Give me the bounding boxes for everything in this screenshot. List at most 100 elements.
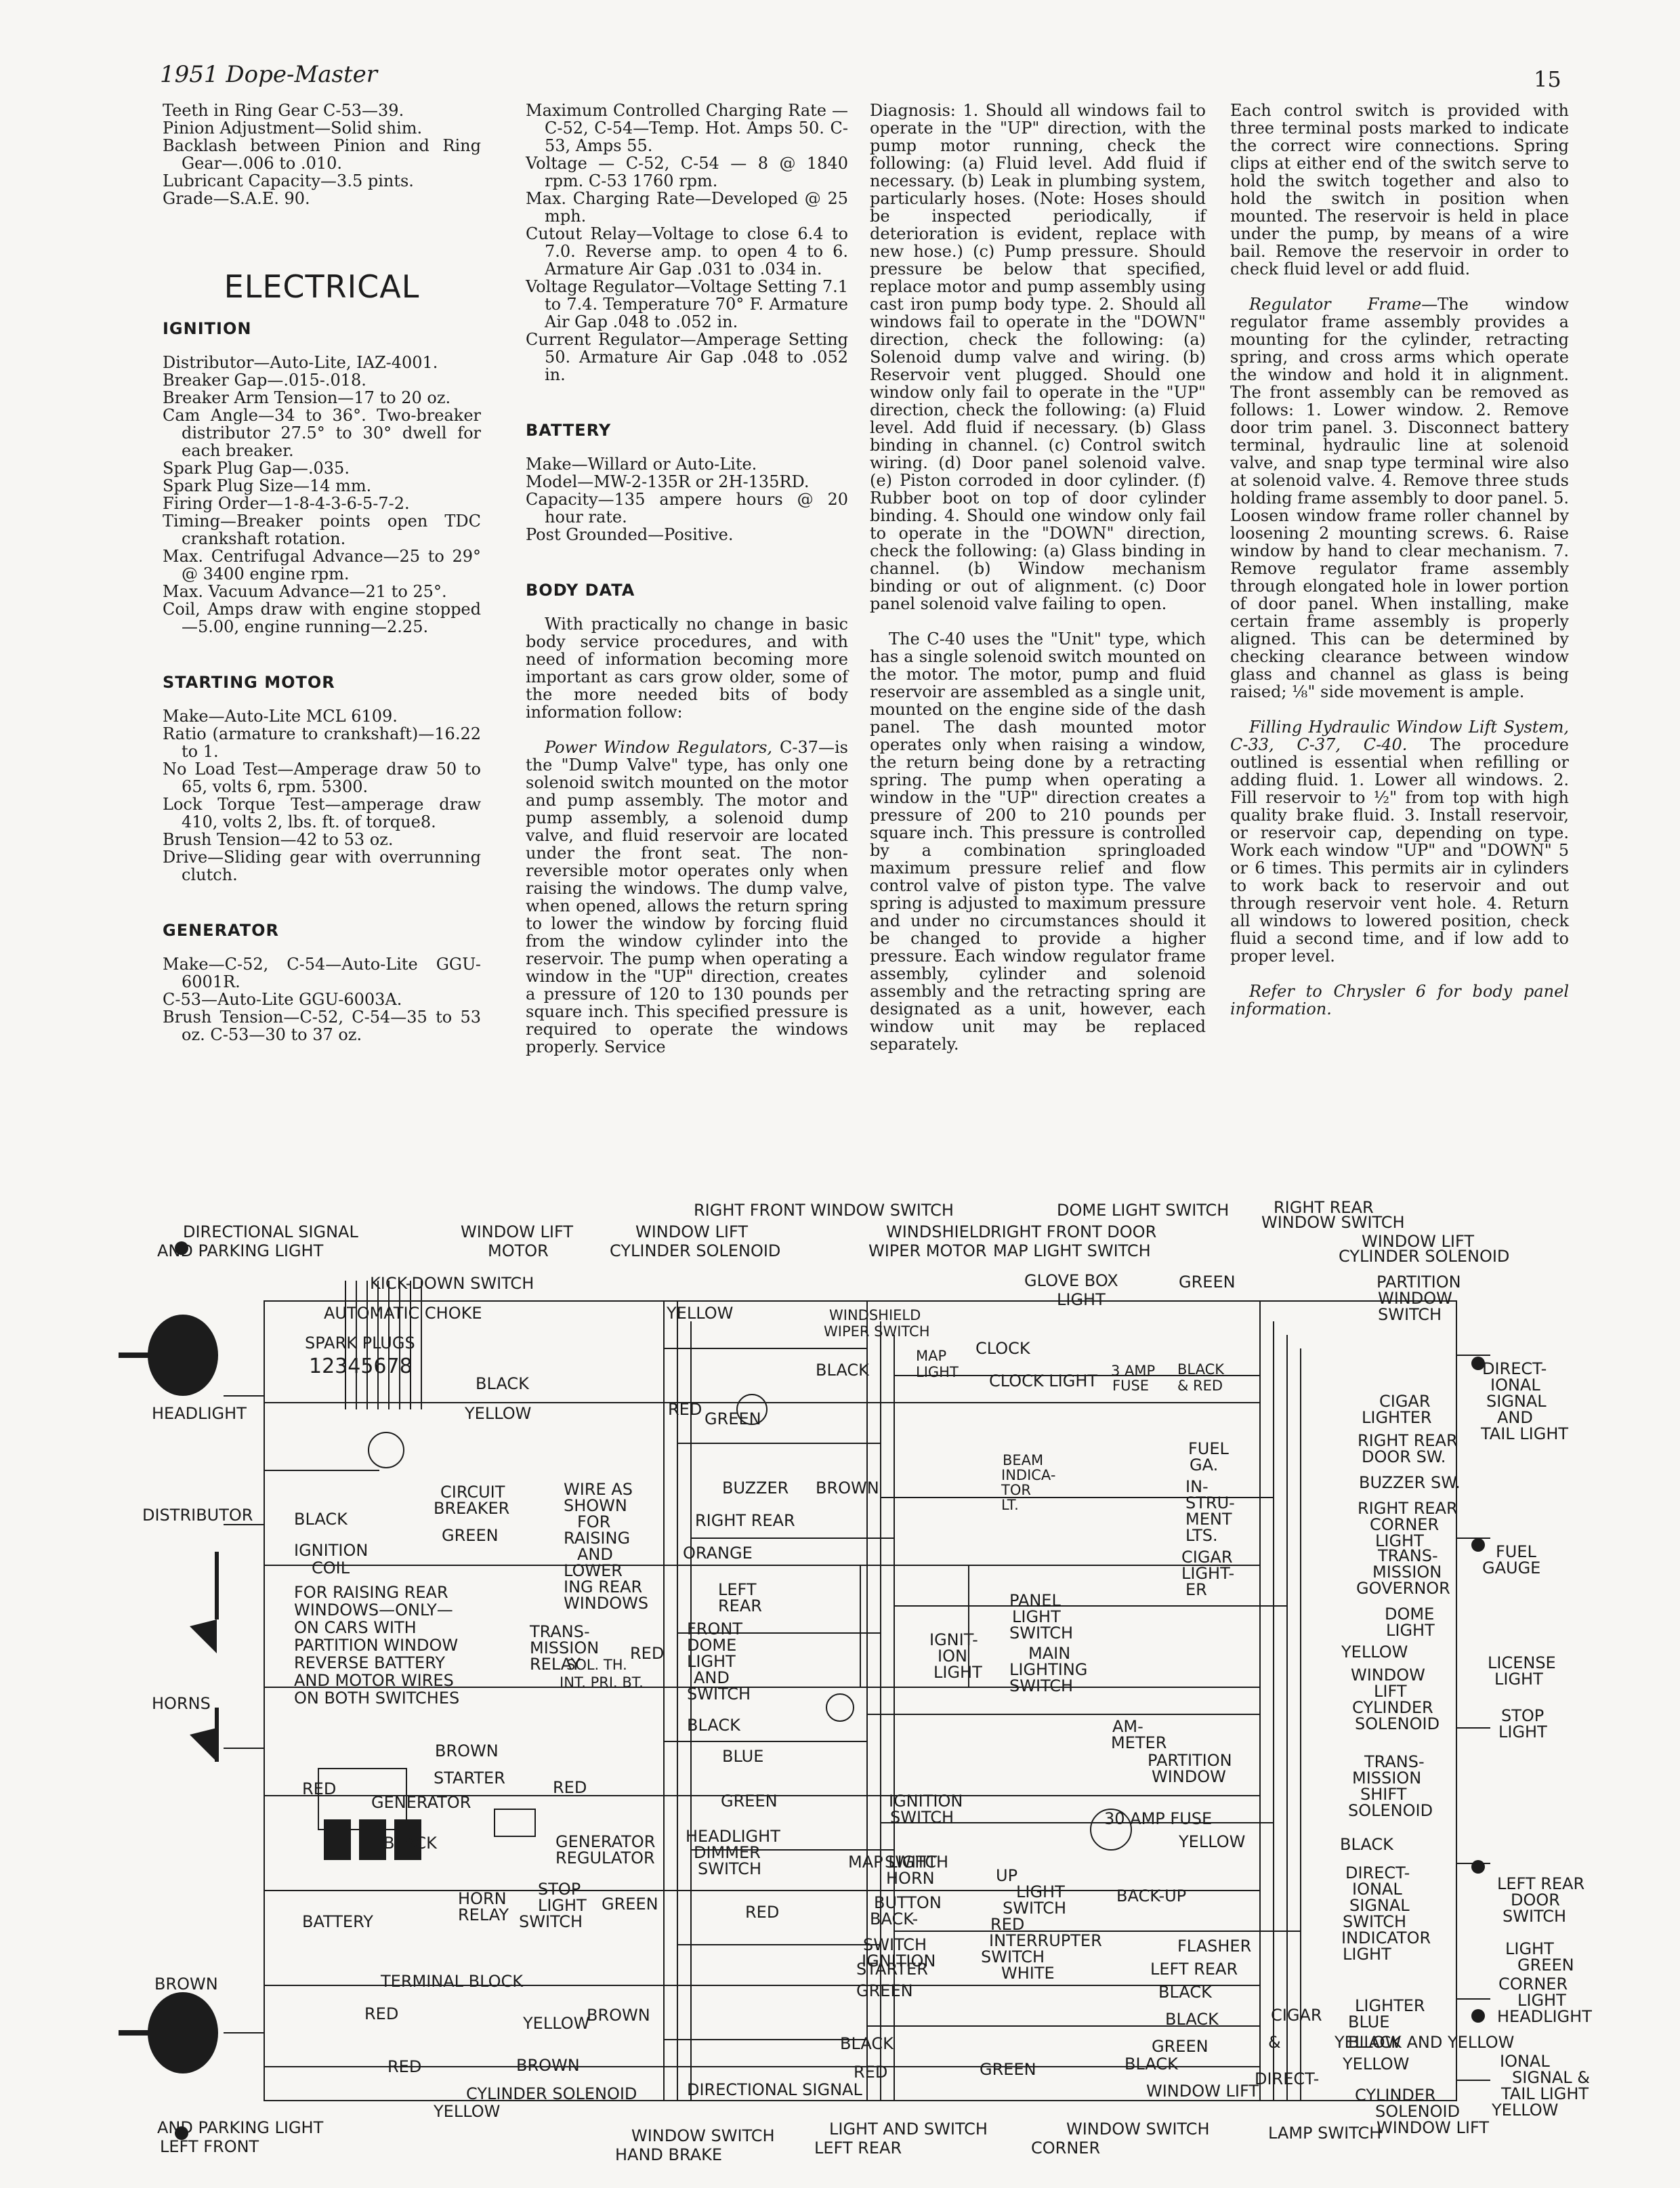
spec-line: Timing—Breaker points open TDC crankshaf… [163,512,481,548]
diagram-label: STOP [538,1880,581,1899]
diagram-label: YELLOW [1341,1643,1408,1661]
diagram-label: BATTERY [302,1912,373,1931]
diagram-label: WINDOW LIFT [1362,1232,1474,1251]
diagram-label: IONAL [1490,1376,1540,1395]
spec-line: C-53—Auto-Lite GGU-6003A. [163,990,402,1009]
diagram-label: COIL [312,1559,350,1577]
diagram-label: WINDOW SWITCH [1066,2120,1210,2139]
diagram-label: BROWN [154,1975,218,1994]
diagram-label: DIRECT- [1255,2069,1319,2088]
body-paragraph: The C-40 uses the "Unit" type, which has… [870,629,1206,1054]
spec-line: Drive—Sliding gear with overrunning clut… [163,848,481,884]
diagram-label: SWITCH [519,1912,583,1931]
diagram-label: STOP [1501,1706,1544,1725]
diagram-label: AND PARKING LIGHT [157,1241,324,1260]
spec-line: Make—Willard or Auto-Lite. [526,455,757,474]
diagram-label: 30 AMP FUSE [1104,1809,1212,1828]
diagram-label: MISSION [1352,1769,1421,1788]
diagram-label: GOVERNOR [1356,1579,1450,1598]
diagram-label: GREEN [442,1526,499,1545]
diagram-label: LIGHT [933,1663,982,1682]
diagram-label: WHITE [1001,1964,1055,1983]
diagram-label: GLOVE BOX [1024,1271,1118,1290]
diagram-label: BROWN [816,1479,879,1498]
diagram-label: FUSE [1112,1378,1149,1394]
body-paragraph: Power Window Regulators, C-37—is the "Du… [526,739,848,1056]
body-paragraph: Diagnosis: 1. Should all windows fail to… [870,101,1206,613]
diagram-label: MAP LIGHT [848,1853,937,1872]
diagram-label: RELAY [458,1905,509,1924]
diagram-label: RELAY [530,1655,581,1674]
diagram-label: TRANS- [1364,1752,1425,1771]
diagram-label: WINDSHIELD [829,1307,921,1323]
parking-light-icon [175,1241,188,2140]
spec-line: Grade—S.A.E. 90. [163,189,310,208]
diagram-label: WIPER SWITCH [824,1323,930,1340]
spec-line: Cam Angle—34 to 36°. Two-breaker distrib… [163,406,481,460]
diagram-label: KICK-DOWN SWITCH [370,1274,534,1293]
body-paragraph: Regulator Frame—The window regulator fra… [1230,295,1569,701]
diagram-label: FOR [577,1512,610,1531]
column-3: Diagnosis: 1. Should all windows fail to… [870,102,1206,1053]
paragraph-text: C-37—is the "Dump Valve" type, has only … [526,738,848,1056]
diagram-label: IGNITION [294,1541,368,1560]
diagram-label: LAMP SWITCH [1268,2124,1381,2143]
diagram-label: BUTTON [874,1893,942,1912]
diagram-label: BROWN [435,1741,499,1760]
diagram-label: LTS. [1185,1526,1218,1545]
spec-line: Max. Vacuum Advance—21 to 25°. [163,582,447,601]
diagram-label: BROWN [587,2006,650,2025]
diagram-label: STRU- [1185,1493,1235,1512]
diagram-label: SOLENOID [1355,1714,1440,1733]
diagram-label: AUTOMATIC CHOKE [324,1304,482,1323]
diagram-label: WINDOW LIFT [461,1222,573,1241]
paragraph-text: The procedure outlined is essential when… [1230,735,1569,966]
diagram-label: DISTRIBUTOR [142,1506,253,1525]
diagram-label: CIGAR [1271,2006,1322,2025]
diagram-label: REVERSE BATTERY [294,1653,445,1672]
diagram-label: YELLOW [464,1404,531,1423]
diagram-label: DIRECT- [1482,1359,1547,1378]
heading-ignition: IGNITION [163,319,252,338]
spec-line: Make—Auto-Lite MCL 6109. [163,707,398,726]
diagram-label: RIGHT REAR [695,1511,795,1530]
section-title-electrical: ELECTRICAL [224,268,420,305]
diagram-label: GREEN [721,1792,778,1811]
diagram-label: GENERATOR [371,1793,471,1812]
spec-line: Breaker Gap—.015-.018. [163,371,366,390]
diagram-label: WINDOW LIFT [1146,2082,1259,2101]
diagram-label: GREEN [705,1409,761,1428]
diagram-label: RED [553,1778,587,1797]
diagram-label: MISSION [1372,1563,1442,1582]
diagram-label: LIGHT- [1181,1564,1234,1583]
diagram-label: DOOR [1511,1891,1560,1910]
spec-line: Make—C-52, C-54—Auto-Lite GGU-6001R. [163,955,481,991]
diagram-label: WINDOW LIFT [1377,2118,1489,2137]
diagram-label: TRANS- [1377,1546,1438,1565]
diagram-label: FLASHER [1177,1937,1251,1956]
diagram-label: ON BOTH SWITCHES [294,1689,459,1708]
diagram-label: LIGHTING [1009,1660,1087,1679]
heading-body-data: BODY DATA [526,581,635,600]
diagram-label: WINDOW SWITCH [631,2126,775,2145]
diagram-label: RED [990,1915,1024,1934]
diagram-label: LIGHT [538,1896,587,1915]
diagram-label: LEFT REAR [1150,1960,1238,1979]
diagram-label: GREEN [602,1895,658,1914]
diagram-label: BACK-UP [1116,1886,1186,1905]
diagram-label: SOLENOID [1375,2102,1460,2121]
diagram-label: YELLOW [522,2014,589,2033]
diagram-label: SIGNAL [1486,1392,1547,1411]
diagram-label: YELLOW [1334,2033,1401,2052]
diagram-label: MISSION [530,1638,599,1657]
diagram-label: WIRE AS [564,1480,633,1499]
diagram-label: AND [1497,1408,1533,1427]
diagram-label: BLACK [383,1834,438,1853]
diagram-label: TAIL LIGHT [1480,1424,1568,1443]
diagram-label: ON CARS WITH [294,1618,417,1637]
diagram-label: GAUGE [1482,1559,1540,1577]
body-paragraph: With practically no change in basic body… [526,615,848,722]
diagram-label: WINDOW SWITCH [1261,1213,1405,1232]
diagram-label: SPARK PLUGS [305,1334,415,1353]
diagram-label: BLACK [816,1361,870,1380]
